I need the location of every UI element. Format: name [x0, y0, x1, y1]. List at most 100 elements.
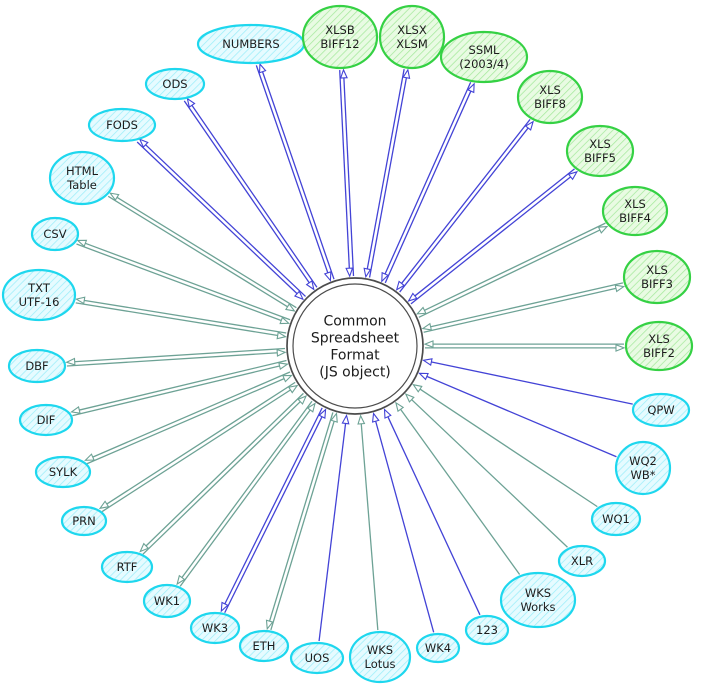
arrowhead — [412, 383, 423, 393]
edge-line-read — [183, 100, 311, 284]
edge-line-read — [101, 388, 292, 513]
node-label: XLS — [646, 263, 668, 277]
node-label: WKS — [367, 643, 393, 657]
node-label: BIFF5 — [584, 151, 616, 165]
node-shape — [238, 629, 290, 663]
node-prn: PRN — [60, 505, 108, 537]
arrowhead — [466, 82, 475, 94]
node-label: WQ1 — [602, 512, 630, 526]
edge-prn — [98, 381, 299, 513]
node-label: WK4 — [425, 641, 451, 655]
node-shape — [34, 455, 92, 489]
arrowhead — [76, 239, 88, 248]
arrowhead — [323, 271, 332, 282]
edge-line-read — [366, 69, 405, 271]
edge-line-read — [386, 415, 481, 616]
edge-ssml-2003-4 — [381, 81, 475, 284]
edge-line-read — [423, 222, 606, 312]
edge-line-write — [423, 287, 618, 333]
edge-line-read — [86, 377, 286, 465]
node-wk4: WK4 — [415, 632, 461, 664]
center-outer-ring — [286, 277, 424, 415]
edge-line-write — [418, 229, 602, 318]
arrowhead — [258, 62, 267, 74]
node-shape — [516, 69, 584, 125]
node-label: BIFF2 — [643, 346, 675, 360]
arrowhead — [422, 358, 433, 367]
edge-line-read — [430, 361, 633, 405]
arrowhead — [371, 412, 380, 423]
node-label: DIF — [37, 413, 56, 427]
edge-line-read — [413, 168, 575, 298]
edge-line-read — [107, 195, 289, 308]
edge-line-read — [410, 398, 568, 548]
center-label-line: (JS object) — [319, 365, 391, 381]
edge-line-write — [384, 89, 472, 284]
arrowhead — [74, 296, 86, 305]
node-label: XLSB — [325, 23, 355, 37]
edges — [65, 62, 633, 642]
node-label: XLSX — [397, 23, 427, 37]
arrowhead — [293, 290, 304, 301]
edge-eth — [265, 412, 338, 631]
edge-line-read — [339, 70, 351, 270]
node-dbf: DBF — [7, 348, 67, 384]
arrowhead — [421, 322, 433, 331]
arrowhead — [341, 414, 350, 425]
arrowhead — [176, 574, 186, 586]
edge-wk1 — [176, 400, 316, 587]
node-shape — [301, 4, 379, 70]
edge-line-write — [190, 104, 318, 288]
node-shape — [601, 185, 669, 237]
node-label: BIFF4 — [619, 211, 651, 225]
arrowhead — [98, 500, 110, 510]
node-shape — [499, 571, 577, 629]
edge-line-read — [418, 387, 598, 508]
node-label: WKS — [525, 586, 551, 600]
arrowhead — [415, 306, 427, 315]
node-shape — [60, 505, 108, 537]
edge-xls-biff4 — [415, 222, 609, 318]
edge-html-table — [107, 192, 297, 312]
edge-xls-biff8 — [395, 118, 534, 293]
arrowhead — [615, 343, 626, 352]
edge-wk3 — [220, 407, 327, 614]
node-label: XLS — [589, 137, 611, 151]
edge-line-read — [72, 365, 281, 417]
arrowhead — [567, 170, 579, 181]
center-label-line: Common — [323, 314, 386, 330]
edge-csv — [76, 239, 291, 325]
edge-fods — [136, 138, 306, 301]
node-shape — [614, 440, 672, 496]
node-dif: DIF — [18, 403, 74, 437]
arrowhead — [186, 97, 196, 109]
edge-wq1 — [412, 383, 598, 508]
edge-xlr — [404, 393, 568, 548]
edge-xls-biff2 — [423, 340, 626, 352]
edge-dif — [70, 359, 289, 417]
arrowhead — [614, 284, 626, 293]
edge-wks-works — [395, 401, 521, 575]
arrowhead — [597, 225, 609, 234]
node-shape — [142, 583, 192, 619]
node-ods: ODS — [144, 67, 206, 101]
node-123: 123 — [464, 614, 510, 646]
edge-line-read — [400, 118, 531, 285]
node-sylk: SYLK — [34, 455, 92, 489]
node-label: NUMBERS — [222, 37, 279, 51]
node-shape — [48, 150, 116, 206]
arrowhead — [524, 120, 534, 131]
node-label: BIFF12 — [320, 37, 359, 51]
node-label: WQ2 — [629, 454, 657, 468]
node-label: Table — [66, 178, 97, 192]
node-label: XLS — [648, 332, 670, 346]
edge-dbf — [65, 347, 287, 367]
node-shape — [1, 268, 77, 322]
arrowhead — [407, 292, 418, 302]
